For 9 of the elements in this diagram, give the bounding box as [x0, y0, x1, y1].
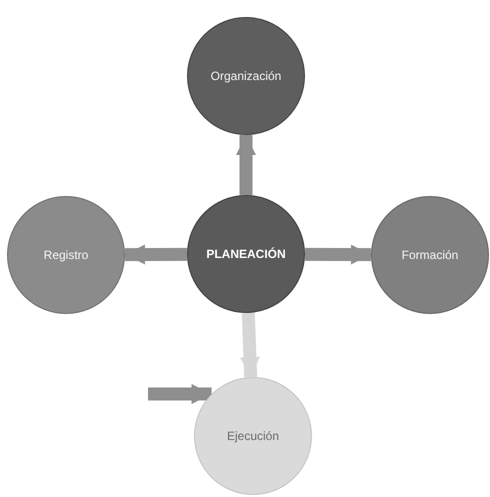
node-label: Organización [210, 69, 282, 83]
node-label: Ejecución [226, 429, 280, 443]
block-arrow [124, 244, 188, 265]
block-arrow [304, 244, 372, 265]
block-arrow [236, 135, 256, 195]
node-label: PLANEACIÓN [206, 247, 286, 261]
node-label: Registro [44, 248, 88, 262]
block-arrow [240, 312, 260, 378]
node-label: Formación [402, 248, 458, 262]
